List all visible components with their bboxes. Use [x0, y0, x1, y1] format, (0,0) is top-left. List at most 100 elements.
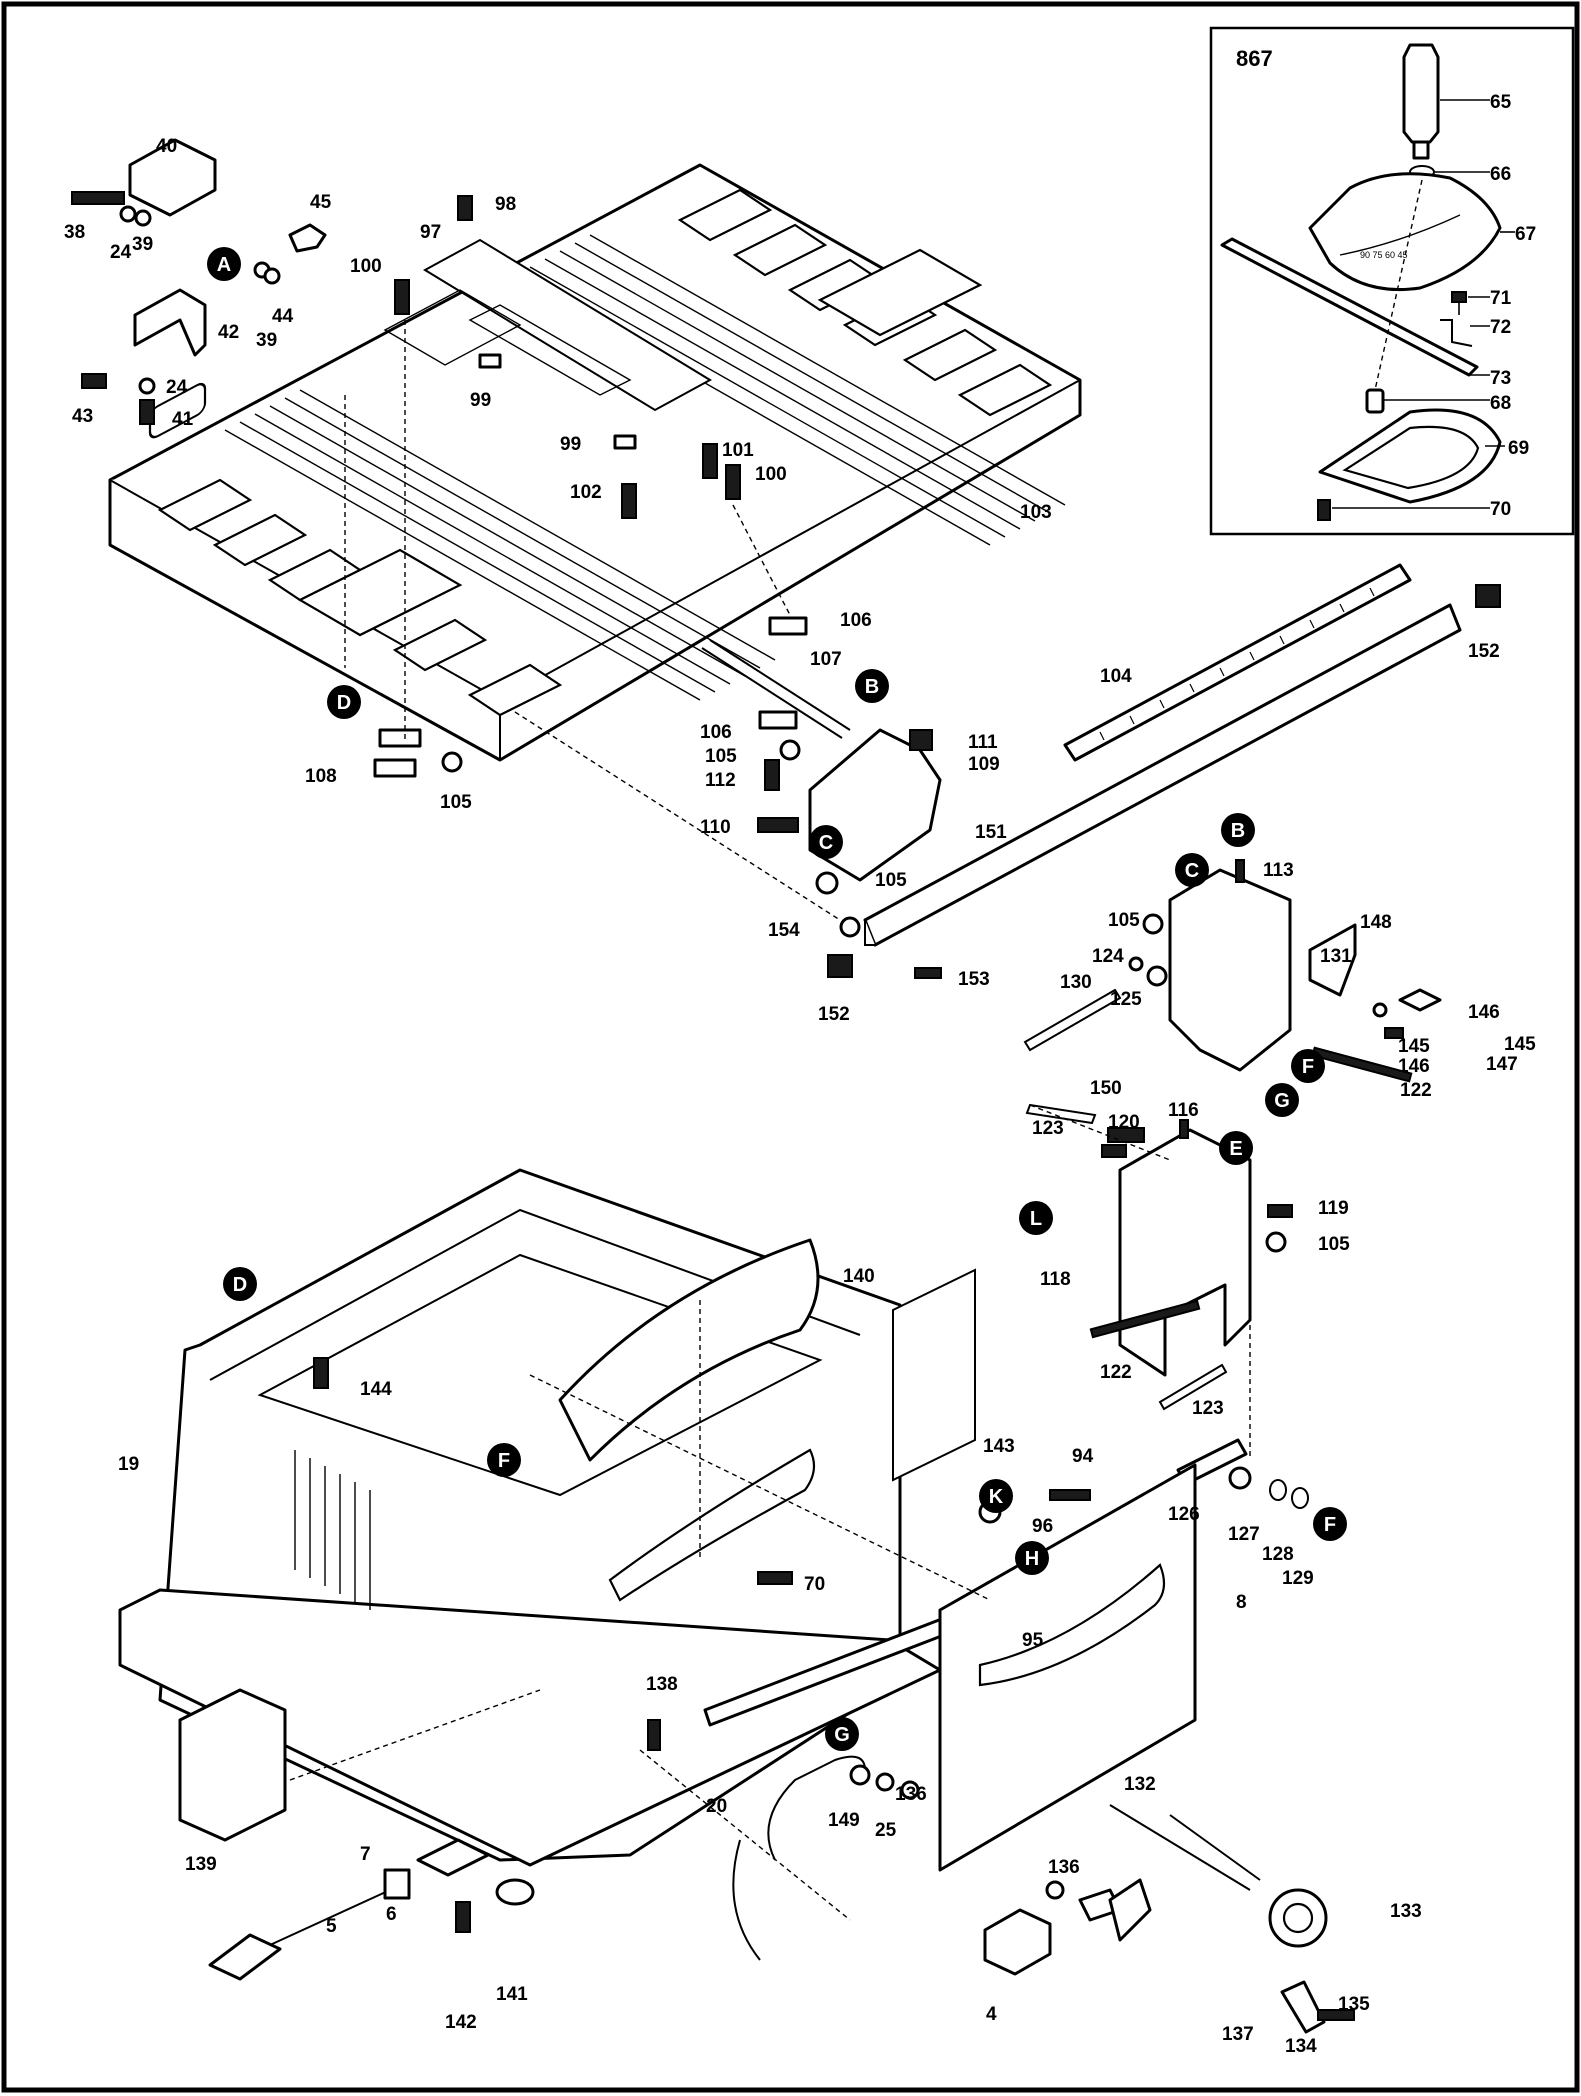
clip-108-a — [378, 728, 422, 748]
part-label-107: 107 — [810, 649, 842, 670]
part-label-141: 141 — [496, 1984, 528, 2005]
screw-101 — [702, 443, 718, 479]
switch-assembly — [703, 1489, 1091, 1976]
part-label-45: 45 — [310, 192, 332, 213]
cord-5 — [269, 1889, 391, 1946]
washer-24-b — [138, 377, 156, 395]
part-label-123: 123 — [1032, 1118, 1064, 1139]
part-label-40: 40 — [156, 136, 177, 157]
nut-105-a — [779, 739, 801, 761]
svg-text:C: C — [819, 832, 833, 854]
table-screws — [394, 195, 741, 519]
part-label-72: 72 — [1490, 317, 1511, 338]
part-label-102: 102 — [570, 482, 602, 503]
ref-badge-g: G — [1265, 1083, 1299, 1117]
part-label-132: 132 — [1124, 1774, 1156, 1795]
washer-136-b — [1045, 1880, 1065, 1900]
part-label-148: 148 — [1360, 912, 1392, 933]
svg-text:K: K — [989, 1486, 1004, 1508]
screw-135 — [1317, 2009, 1355, 2021]
part-label-127: 127 — [1228, 1524, 1260, 1545]
bracket-42 — [133, 288, 207, 357]
part-label-122: 122 — [1100, 1362, 1132, 1383]
end-cap-152-a — [1475, 584, 1501, 608]
screw-41 — [139, 399, 155, 425]
part-label-105: 105 — [1318, 1234, 1350, 1255]
ref-badge-f: F — [487, 1443, 521, 1477]
part-label-95: 95 — [1022, 1630, 1044, 1651]
part-label-94: 94 — [1072, 1446, 1094, 1467]
part-label-137: 137 — [1222, 2024, 1254, 2045]
ref-badge-h: H — [1015, 1541, 1049, 1575]
screw-112 — [764, 759, 780, 791]
part-label-99: 99 — [560, 434, 581, 455]
part-label-147: 147 — [1486, 1054, 1518, 1075]
part-label-24: 24 — [110, 242, 132, 263]
washer-39-a — [134, 209, 152, 227]
part-label-145: 145 — [1504, 1034, 1536, 1055]
pin-68 — [1365, 388, 1385, 414]
part-label-149: 149 — [828, 1810, 860, 1831]
washer-128 — [1269, 1479, 1287, 1501]
scale-arc — [1339, 214, 1461, 256]
part-label-4: 4 — [986, 2004, 997, 2025]
part-label-100: 100 — [350, 256, 382, 277]
svg-text:B: B — [865, 676, 879, 698]
part-label-100: 100 — [755, 464, 787, 485]
scale-text: 90 75 60 45 — [1360, 250, 1408, 260]
svg-text:F: F — [1324, 1514, 1336, 1536]
clip-72 — [1440, 319, 1473, 347]
svg-text:G: G — [834, 1724, 850, 1746]
washer-146 — [1372, 1002, 1388, 1018]
part-label-105: 105 — [1108, 910, 1140, 931]
svg-text:G: G — [1274, 1090, 1290, 1112]
rod-123-b — [1158, 1363, 1228, 1411]
washer-24-a — [119, 205, 137, 223]
screw-102 — [621, 483, 637, 519]
svg-text:D: D — [337, 692, 351, 714]
part-label-104: 104 — [1100, 666, 1132, 687]
screw-142 — [455, 1901, 471, 1933]
part-label-97: 97 — [420, 222, 441, 243]
table-grooves — [224, 234, 1066, 701]
miter-body — [1308, 172, 1502, 292]
part-label-139: 139 — [185, 1854, 217, 1875]
ref-badge-d: D — [327, 685, 361, 719]
part-label-43: 43 — [72, 406, 93, 427]
svg-text:C: C — [1185, 860, 1199, 882]
part-label-122: 122 — [1400, 1080, 1432, 1101]
part-label-96: 96 — [1032, 1516, 1053, 1537]
table-top — [108, 163, 1082, 762]
wing-nut-45 — [288, 223, 327, 253]
fence-rear-block — [1089, 1119, 1309, 1509]
part-label-131: 131 — [1320, 946, 1352, 967]
miter-bar — [1220, 237, 1479, 377]
switch-box-139 — [178, 1688, 287, 1842]
fence-carriage — [1023, 859, 1442, 1143]
part-label-146: 146 — [1398, 1056, 1430, 1077]
part-label-118: 118 — [1040, 1269, 1071, 1290]
foot-141 — [495, 1878, 535, 1906]
end-cap-152-b — [827, 954, 853, 978]
clip-106-b — [758, 710, 798, 730]
part-label-70: 70 — [804, 1574, 825, 1595]
ref-badge-d: D — [223, 1267, 257, 1301]
screw-100-a — [394, 279, 410, 315]
rail-151 — [863, 603, 1462, 947]
assembly-lines — [289, 320, 1251, 1921]
bolt-122-a — [1311, 1046, 1413, 1083]
part-label-143: 143 — [983, 1436, 1015, 1457]
part-label-119: 119 — [1318, 1198, 1349, 1219]
ref-badge-b: B — [855, 669, 889, 703]
plate-148 — [1308, 923, 1357, 997]
part-label-126: 126 — [1168, 1504, 1200, 1525]
guide-69-cutout — [1342, 425, 1480, 490]
table-cutouts — [148, 188, 1053, 717]
part-label-130: 130 — [1060, 972, 1092, 993]
switch-4 — [983, 1908, 1052, 1976]
part-label-142: 142 — [445, 2012, 477, 2033]
part-label-38: 38 — [64, 222, 85, 243]
clips-108 — [373, 728, 463, 778]
